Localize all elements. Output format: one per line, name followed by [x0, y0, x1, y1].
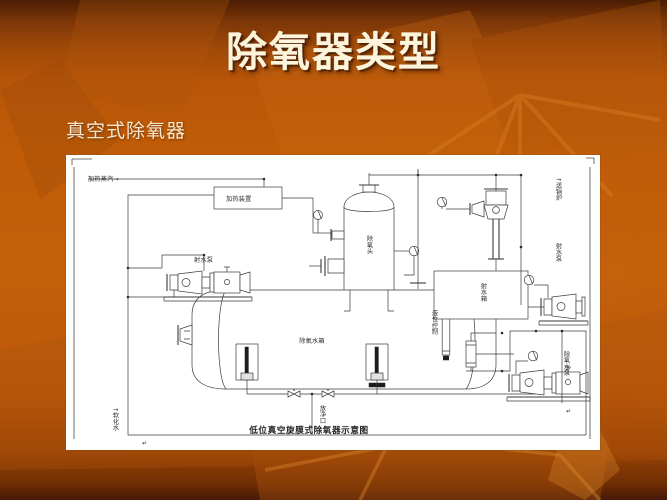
label-deaerating-head: 除氧头 [366, 235, 373, 255]
label-heating-device: 加热装置 [226, 195, 252, 203]
footnote-mark: ↵ [142, 440, 147, 447]
label-softened-water: ↑软化水 [112, 407, 119, 431]
label-to-boiler: ↑送锅炉 [555, 177, 562, 202]
label-deaerated-water-pump: 除氧水泵 [563, 350, 570, 376]
subtitle-text: 真空式除氧器 [66, 120, 187, 142]
diagram-image: 加热蒸汽→ 加热装置 射水泵 除氧头 ↑送锅炉 射水泵 射水箱 除氧水箱 液位控… [66, 155, 600, 450]
label-heating-steam: 加热蒸汽→ [88, 175, 119, 183]
label-drain-port: 放净口 [319, 404, 326, 424]
label-jet-pump-left: 射水泵 [194, 256, 213, 264]
label-jet-pump-right: 射水泵 [555, 242, 562, 261]
footnote-mark-secondary: ↵ [566, 408, 571, 415]
page-title: 除氧器类型 [226, 28, 441, 76]
label-jet-water-tank: 射水箱 [480, 282, 487, 302]
label-deaerating-water-tank: 除氧水箱 [299, 337, 325, 345]
label-level-control: 液位控制 [431, 309, 438, 336]
diagram-caption: 低位真空旋膜式除氧器示意图 [248, 424, 369, 436]
